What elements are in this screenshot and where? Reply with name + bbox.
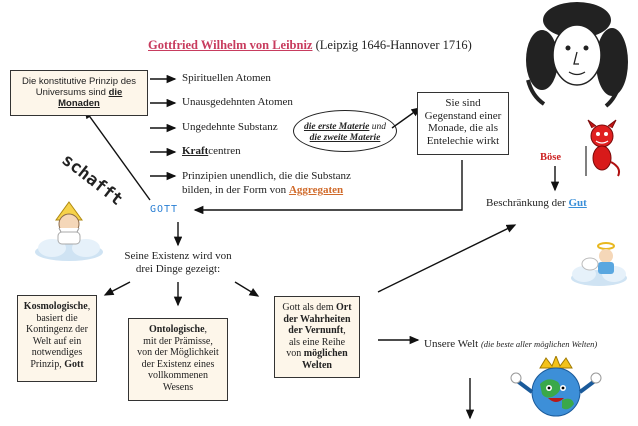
leibniz-portrait-icon — [526, 2, 628, 108]
ellipse-line1-wrap: die erste Materie und — [294, 122, 396, 133]
kosmo-line6b: Gott — [64, 358, 84, 370]
kraft-word: Kraft — [182, 145, 209, 157]
ort-line3: der Vernunft — [288, 325, 344, 336]
existence-line1: Seine Existenz wird von — [124, 250, 232, 262]
principle-line3: Monaden — [58, 97, 100, 109]
title-dates: (Leipzig 1646-Hannover 1716) — [312, 38, 472, 52]
list-item-kraft: Kraftcentren — [182, 145, 241, 157]
onto-line6: Wesens — [162, 381, 194, 393]
gut-word: Gut — [568, 197, 587, 209]
ort-box: Gott als dem Ort der Wahrheiten der Vern… — [274, 296, 360, 378]
arrow-monade-gott — [193, 160, 463, 215]
welt-note: (die beste aller möglichen Welten) — [480, 339, 598, 349]
beschraenkung-text: Beschränkung der — [486, 197, 569, 209]
existence-text: Seine Existenz wird von drei Dinge gezei… — [120, 250, 236, 275]
onto-line4: der Existenz eines — [141, 358, 215, 370]
title-name: Gottfried Wilhelm von Leibniz — [148, 38, 313, 52]
onto-line5: vollkommenen — [148, 370, 208, 381]
principle-line2-wrap: Universums sind die — [11, 86, 147, 99]
kraft-suffix: centren — [208, 145, 241, 157]
prinzipien-line1: Prinzipien unendlich, die die Substanz — [182, 170, 351, 182]
principle-line2: Universums sind — [35, 86, 109, 98]
ort-line3-wrap: der Vernunft, — [275, 325, 359, 337]
ort-line5b: möglichen — [303, 348, 348, 359]
unsere-welt-label: Unsere Welt (die beste aller möglichen W… — [424, 334, 597, 352]
onto-box: Ontologische, mit der Prämisse, von der … — [128, 318, 228, 401]
god-on-cloud-icon — [35, 201, 103, 261]
arrow-ellipse-monade — [391, 107, 422, 129]
kosmo-line6a: Prinzip, — [30, 358, 65, 370]
ort-line5-wrap: von möglichen — [275, 348, 359, 360]
onto-line3: von der Möglichkeit — [137, 347, 219, 358]
principle-line2b: die — [108, 86, 123, 98]
onto-line1a: Ontologische — [148, 324, 205, 335]
ort-line1a: Gott als dem — [282, 302, 337, 313]
page-title: Gottfried Wilhelm von Leibniz (Leipzig 1… — [148, 38, 472, 53]
principle-box: Die konstitutive Prinzip des Universums … — [10, 70, 148, 116]
angel-on-cloud-icon — [571, 242, 627, 286]
existence-line2: drei Dinge gezeigt: — [135, 262, 221, 275]
arrow-schafft — [84, 108, 151, 201]
principle-line1: Die konstitutive Prinzip des — [21, 76, 137, 87]
ort-line3b: , — [343, 325, 346, 336]
ort-line4: als eine Reihe — [288, 336, 346, 348]
prinzipien-line2-wrap: bilden, in der Form von Aggregaten — [182, 183, 351, 197]
welt-text: Unsere Welt — [424, 338, 481, 350]
ort-line6: Welten — [302, 359, 332, 371]
list-item-prinzipien: Prinzipien unendlich, die die Substanz b… — [182, 169, 351, 198]
kosmo-line1a: Kosmologische — [23, 301, 88, 312]
onto-line2: mit der Prämisse, — [143, 335, 213, 347]
kosmo-line3: Kontingenz der — [26, 324, 88, 335]
kosmo-line5: notwendiges — [31, 347, 83, 358]
kosmo-line1b: , — [87, 301, 91, 312]
kosmo-line2: basiert die — [36, 312, 78, 324]
list-item-ungedehnte: Ungedehnte Substanz — [182, 121, 278, 133]
onto-line1b: , — [204, 324, 208, 335]
globe-with-crown-icon — [510, 356, 602, 417]
boese-label: Böse — [540, 152, 561, 163]
devil-icon — [585, 119, 621, 177]
monade-line2: Gegenstand einer — [424, 109, 502, 122]
onto-line1-wrap: Ontologische, — [129, 324, 227, 336]
monade-box: Sie sind Gegenstand einer Monade, die al… — [417, 92, 509, 155]
kosmo-line6-wrap: Prinzip, Gott — [18, 359, 96, 371]
monade-line1: Sie sind — [445, 97, 481, 109]
list-item-unausgedehnten: Unausgedehnten Atomen — [182, 96, 293, 108]
ellipse-line1b: und — [369, 122, 387, 132]
ort-line1-wrap: Gott als dem Ort — [275, 302, 359, 314]
monade-line4: Entelechie wirkt — [426, 134, 500, 147]
arrow-ort — [234, 281, 260, 297]
list-item-spirituellen: Spirituellen Atomen — [182, 72, 271, 84]
beschraenkung-label: Beschränkung der Gut — [486, 197, 587, 209]
kosmo-box: Kosmologische, basiert die Kontingenz de… — [17, 295, 97, 382]
monade-line3: Monade, die als — [428, 122, 498, 135]
kosmo-line4: Welt auf ein — [32, 335, 82, 347]
gott-label: GOTT — [150, 204, 179, 215]
kosmo-line1-wrap: Kosmologische, — [18, 301, 96, 313]
arrow-ort-gut — [377, 224, 517, 293]
ort-line2: der Wahrheiten — [283, 313, 351, 325]
arrow-kosmo — [103, 281, 131, 296]
ort-line5a: von — [286, 348, 304, 359]
ellipse-line2: die zweite Materie — [309, 132, 381, 143]
ort-line1b: Ort — [336, 302, 352, 313]
materie-ellipse: die erste Materie und die zweite Materie — [293, 110, 397, 152]
ellipse-line1a: die erste Materie — [303, 122, 370, 132]
aggregaten-word: Aggregaten — [288, 184, 344, 197]
prinzipien-line2a: bilden, in der Form von — [182, 184, 289, 197]
